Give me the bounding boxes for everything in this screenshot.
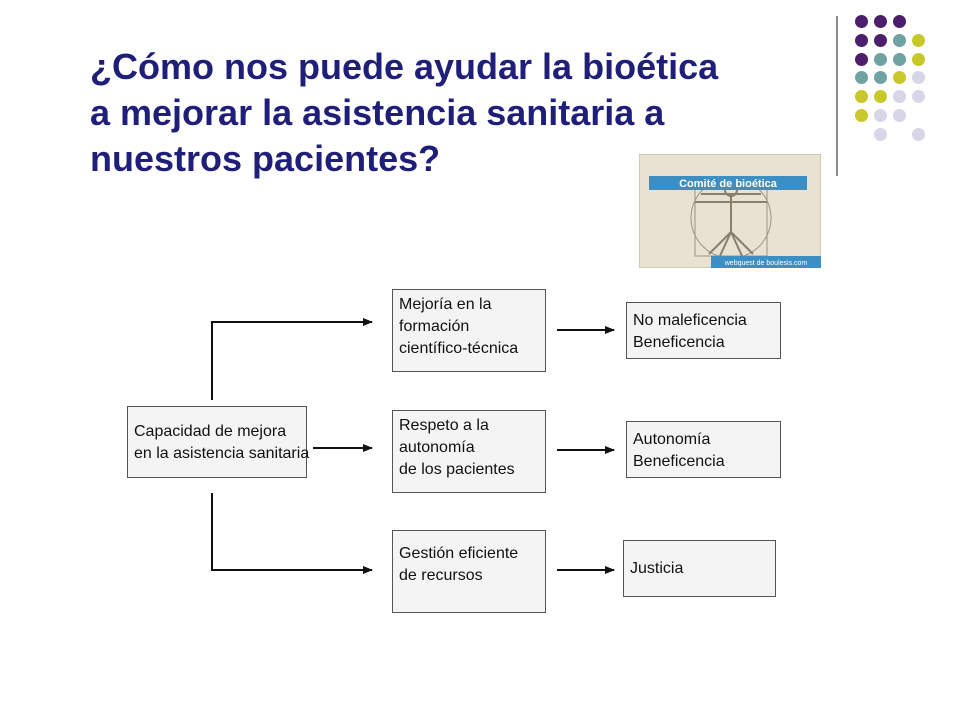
resources-box-line-2: de recursos (399, 567, 483, 584)
autonomy-principle-box: Autonomía Beneficencia (626, 421, 781, 478)
autonomy-respect-box: Respeto a la autonomía de los pacientes (392, 410, 546, 493)
nonmaleficence-box-line-2: Beneficencia (633, 334, 725, 351)
training-box: Mejoría en la formación científico-técni… (392, 289, 546, 372)
decorative-dot (893, 109, 906, 122)
decorative-dot (912, 127, 925, 141)
vitruvian-man-figure (695, 183, 767, 259)
training-box-line-2: formación (399, 318, 470, 335)
decorative-dot (893, 15, 906, 28)
slide-title: ¿Cómo nos puede ayudar la bioética a mej… (90, 44, 850, 182)
title-line-2: a mejorar la asistencia sanitaria a (90, 92, 665, 133)
decorative-dot (912, 52, 925, 66)
training-box-line-1: Mejoría en la (399, 296, 492, 313)
decorative-dot (855, 52, 868, 66)
autonomy-respect-box-line-2: autonomía (399, 439, 475, 456)
arrow-root-to-training (211, 318, 373, 400)
decorative-dot (893, 71, 906, 85)
decorative-dot (874, 127, 887, 141)
decorative-dot (874, 33, 887, 47)
decorative-dot (893, 90, 906, 104)
decorative-dot (874, 52, 887, 66)
decorative-dot (874, 90, 887, 104)
banner-background (649, 176, 807, 190)
nonmaleficence-box-line-1: No maleficencia (633, 312, 747, 329)
resources-box-line-1: Gestión eficiente (399, 545, 519, 562)
decorative-dot (855, 90, 868, 104)
autonomy-principle-box-line-1: Autonomía (633, 431, 711, 448)
decorative-dot (893, 52, 906, 66)
resources-box: Gestión eficiente de recursos (392, 530, 546, 613)
training-box-line-3: científico-técnica (399, 340, 519, 357)
decorative-dot (912, 33, 925, 47)
decorative-dot (874, 71, 887, 85)
arrow-root-to-resources (211, 493, 373, 574)
autonomy-respect-box-line-1: Respeto a la (399, 417, 489, 434)
footer-background (711, 256, 821, 268)
decorative-divider-line (836, 16, 838, 176)
decorative-dot (893, 33, 906, 47)
root-box: Capacidad de mejora en la asistencia san… (127, 406, 310, 478)
nonmaleficence-box: No maleficencia Beneficencia (626, 302, 781, 359)
title-line-3: nuestros pacientes? (90, 138, 441, 179)
decorative-dot (855, 71, 868, 85)
decorative-dot (912, 90, 925, 104)
root-box-line-1: Capacidad de mejora (134, 423, 287, 440)
bioethics-committee-image: Comité de bioética webquest de boulesis.… (639, 154, 821, 268)
decorative-dot (874, 15, 887, 28)
decorative-dot (874, 109, 887, 122)
autonomy-respect-box-line-3: de los pacientes (399, 461, 515, 478)
root-box-line-2: en la asistencia sanitaria (134, 445, 310, 462)
justice-box-line-1: Justicia (630, 560, 684, 577)
justice-box: Justicia (623, 540, 776, 597)
footer-text: webquest de boulesis.com (724, 260, 808, 267)
decorative-dot (855, 109, 868, 122)
autonomy-principle-box-line-2: Beneficencia (633, 453, 725, 470)
decorative-dot (855, 15, 868, 28)
decorative-dot (912, 71, 925, 85)
decorative-dot (855, 33, 868, 47)
title-line-1: ¿Cómo nos puede ayudar la bioética (90, 46, 719, 87)
banner-text: Comité de bioética (679, 178, 778, 190)
